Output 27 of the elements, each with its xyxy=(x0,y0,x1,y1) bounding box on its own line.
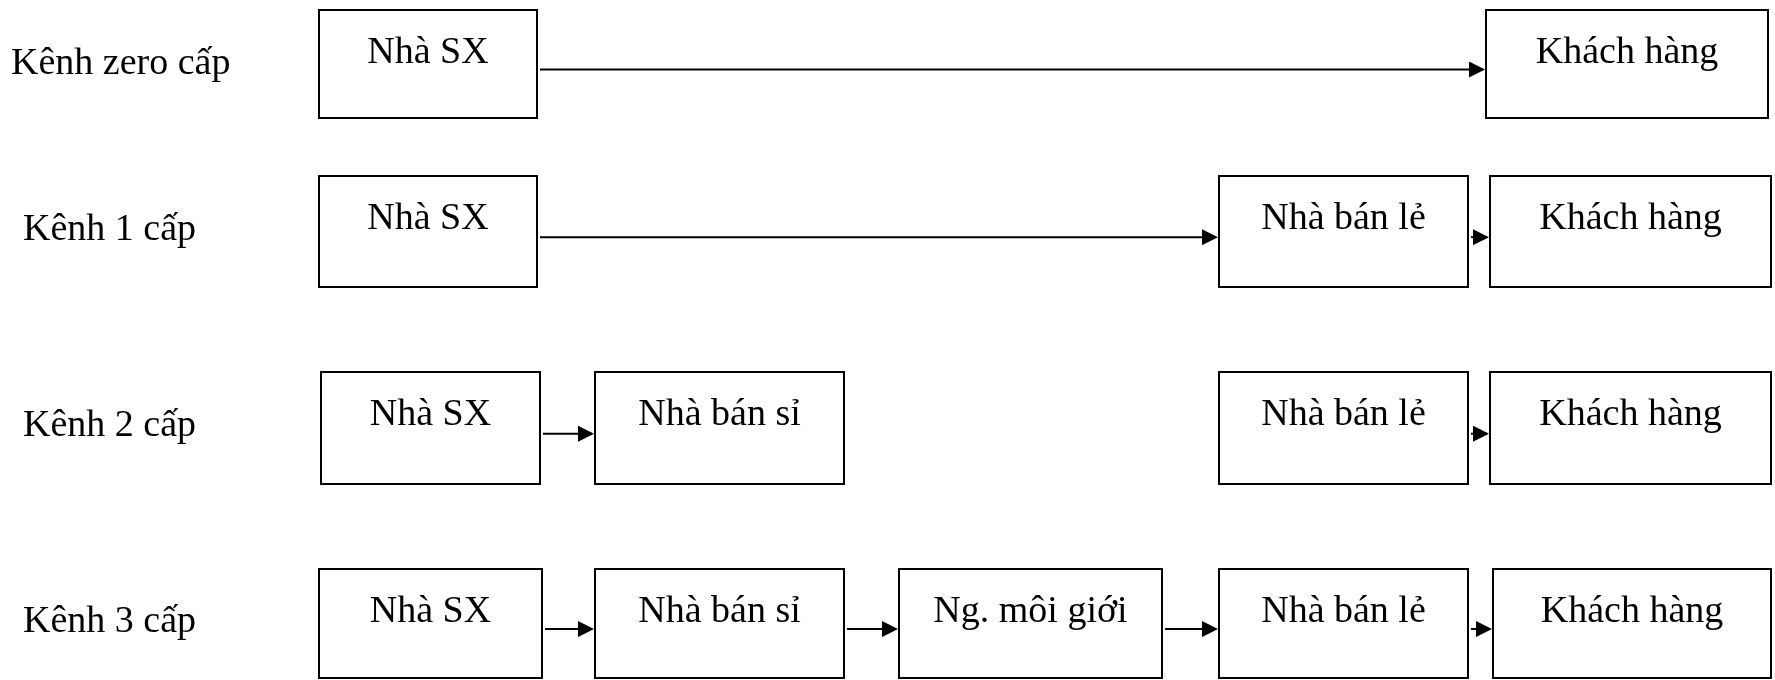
row-label: Kênh zero cấp xyxy=(11,39,231,85)
arrow xyxy=(544,621,594,638)
arrow xyxy=(1470,229,1489,246)
process-box: Nhà bán lẻ xyxy=(1218,371,1469,485)
process-box: Nhà bán sỉ xyxy=(594,568,845,679)
arrow xyxy=(1470,621,1492,638)
arrow xyxy=(539,229,1218,246)
process-box: Nhà bán lẻ xyxy=(1218,175,1469,288)
process-box: Khách hàng xyxy=(1492,568,1772,679)
process-box: Nhà SX xyxy=(318,175,538,288)
process-box: Nhà SX xyxy=(320,371,541,485)
process-box: Ng. môi giới xyxy=(898,568,1163,679)
arrow xyxy=(1164,621,1218,638)
process-box: Nhà bán sỉ xyxy=(594,371,845,485)
process-box: Nhà SX xyxy=(318,568,543,679)
process-box: Nhà SX xyxy=(318,9,538,119)
row-label: Kênh 2 cấp xyxy=(23,401,197,447)
row-label: Kênh 3 cấp xyxy=(23,597,197,643)
process-box: Khách hàng xyxy=(1489,175,1772,288)
arrow xyxy=(1470,425,1489,442)
process-box: Khách hàng xyxy=(1489,371,1772,485)
arrow xyxy=(846,621,898,638)
process-box: Khách hàng xyxy=(1485,9,1769,119)
process-box: Nhà bán lẻ xyxy=(1218,568,1469,679)
arrow xyxy=(539,61,1485,78)
row-label: Kênh 1 cấp xyxy=(23,205,197,251)
arrow xyxy=(542,425,594,442)
